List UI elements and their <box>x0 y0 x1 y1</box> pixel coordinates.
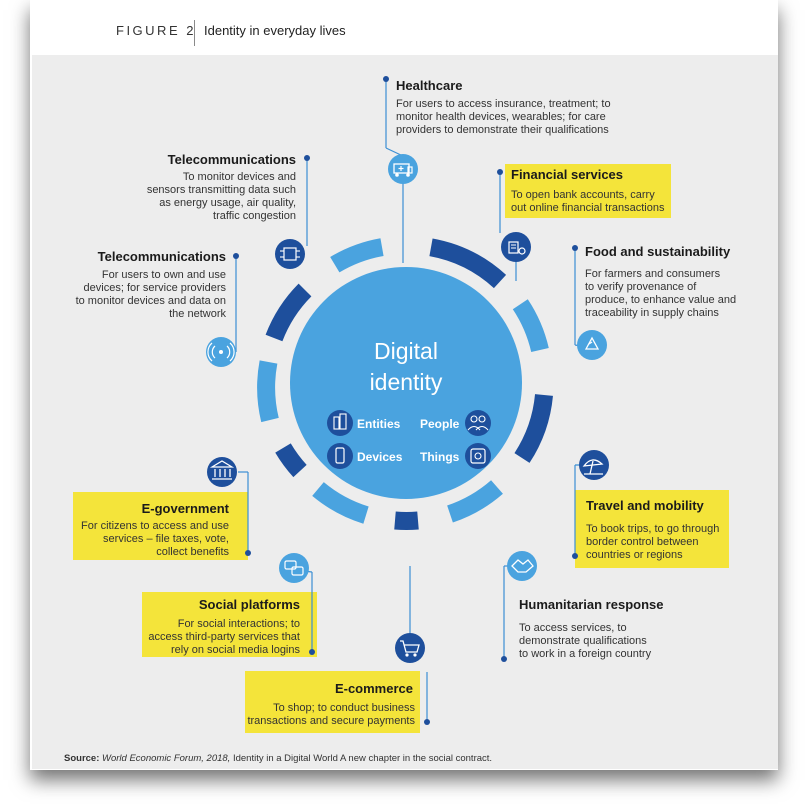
highlight-egov <box>73 492 248 560</box>
figure-label: FIGURE 2 <box>116 23 196 38</box>
things-icon <box>465 443 491 469</box>
source-note: Source: World Economic Forum, 2018, Iden… <box>64 753 493 764</box>
handshake-icon <box>507 551 537 581</box>
devices-icon <box>327 443 353 469</box>
egov-title: E-government <box>141 501 229 516</box>
bank-coins-icon <box>501 232 531 262</box>
header-divider <box>194 20 195 46</box>
food-title: Food and sustainability <box>585 244 731 259</box>
beach-umbrella-icon <box>579 450 609 480</box>
ring-segment-travel <box>514 393 553 463</box>
ecommerce-title: E-commerce <box>334 681 413 696</box>
center-title-line2: identity <box>369 369 443 395</box>
humanitarian-title: Humanitarian response <box>519 597 664 612</box>
social-title: Social platforms <box>198 597 300 612</box>
highlight-social <box>142 592 317 657</box>
center-item-entities: Entities <box>357 417 401 431</box>
center-item-devices: Devices <box>357 450 403 464</box>
center-item-people: People <box>420 417 460 431</box>
telecom2-title: Telecommunications <box>167 152 296 167</box>
cart-icon <box>395 633 425 663</box>
travel-title: Travel and mobility <box>586 498 704 513</box>
financial-title: Financial services <box>511 167 624 182</box>
government-building-icon <box>207 457 237 487</box>
antenna-icon <box>206 337 236 367</box>
ring-segment-financial <box>429 238 507 289</box>
digital-identity-circle <box>290 267 522 499</box>
highlight-travel <box>575 490 729 568</box>
people-icon <box>465 410 491 436</box>
highlight-ecommerce <box>245 671 420 733</box>
entities-icon <box>327 410 353 436</box>
ring-segment-telecom2 <box>265 283 312 342</box>
center-title-line1: Digital <box>374 338 438 364</box>
telecom1-title: Telecommunications <box>97 249 226 264</box>
figure-title: Identity in everyday lives <box>204 23 346 38</box>
center-item-things: Things <box>420 450 460 464</box>
center-title: Digital identity <box>326 336 486 398</box>
ring-segment-food <box>512 299 549 353</box>
ring-segment-telecom1 <box>257 360 279 423</box>
ring-segment-social <box>312 481 369 524</box>
healthcare-desc: For users to access insurance, treatment… <box>396 98 611 136</box>
ambulance-icon <box>388 154 418 184</box>
ring-segment-egov <box>275 443 307 478</box>
recycle-icon <box>577 330 607 360</box>
ring-segment-healthcare <box>330 238 384 273</box>
highlight-financial <box>505 164 671 218</box>
chat-icon <box>279 553 309 583</box>
figure-header <box>32 0 778 55</box>
ring-segment-humanitarian <box>446 480 503 523</box>
circuit-icon <box>275 239 305 269</box>
healthcare-title: Healthcare <box>396 78 463 93</box>
